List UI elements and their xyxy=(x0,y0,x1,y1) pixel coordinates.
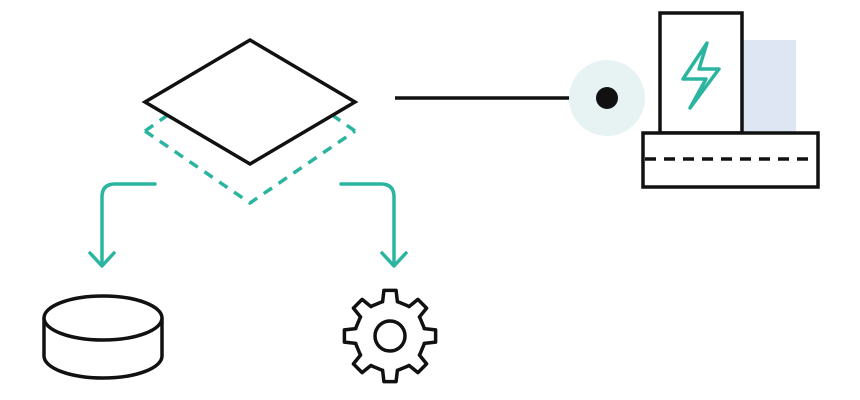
dashed-diamond-icon xyxy=(143,108,357,206)
diamond-icon xyxy=(141,37,359,167)
device-tower xyxy=(658,11,744,135)
arrow-down-left-icon xyxy=(88,182,157,268)
database-cylinder-icon xyxy=(42,294,164,380)
charging-station-icon xyxy=(641,11,820,189)
lightning-bolt-icon xyxy=(681,41,721,110)
connector-dot-icon xyxy=(569,60,645,136)
gear-icon xyxy=(342,288,438,384)
arrow-down-right-icon xyxy=(339,182,408,268)
device-shadow-block xyxy=(742,40,796,133)
